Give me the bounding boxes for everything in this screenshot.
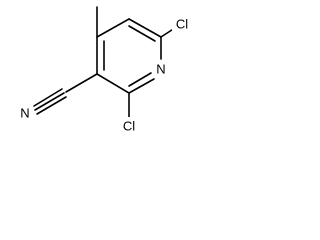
bond-c2-c3 — [96, 73, 130, 94]
nitrile-nitrogen-mask — [16, 104, 33, 122]
chemical-structure-diagram: N Cl Cl N — [16, 6, 192, 135]
bond-n1-c2-inner — [128, 72, 152, 87]
chlorine-bottom-label: Cl — [123, 119, 135, 134]
bond-c3-cn — [65, 73, 98, 93]
ring-nitrogen-label: N — [156, 62, 165, 77]
nitrile-nitrogen-label: N — [20, 106, 29, 121]
bond-n1-c2 — [128, 78, 155, 94]
ring-nitrogen-mask — [153, 60, 169, 78]
bond-c5-c6-inner — [128, 25, 156, 42]
bond-c4-c5 — [96, 18, 130, 38]
chlorine-top-label: Cl — [176, 17, 188, 32]
triple-bond-line-2 — [34, 92, 65, 111]
chlorine-bottom-mask — [119, 117, 139, 135]
bond-c5-c6 — [128, 18, 162, 38]
triple-bond-line-3 — [36, 96, 67, 115]
chlorine-top-mask — [172, 15, 192, 33]
triple-bond-line-1 — [33, 88, 63, 107]
